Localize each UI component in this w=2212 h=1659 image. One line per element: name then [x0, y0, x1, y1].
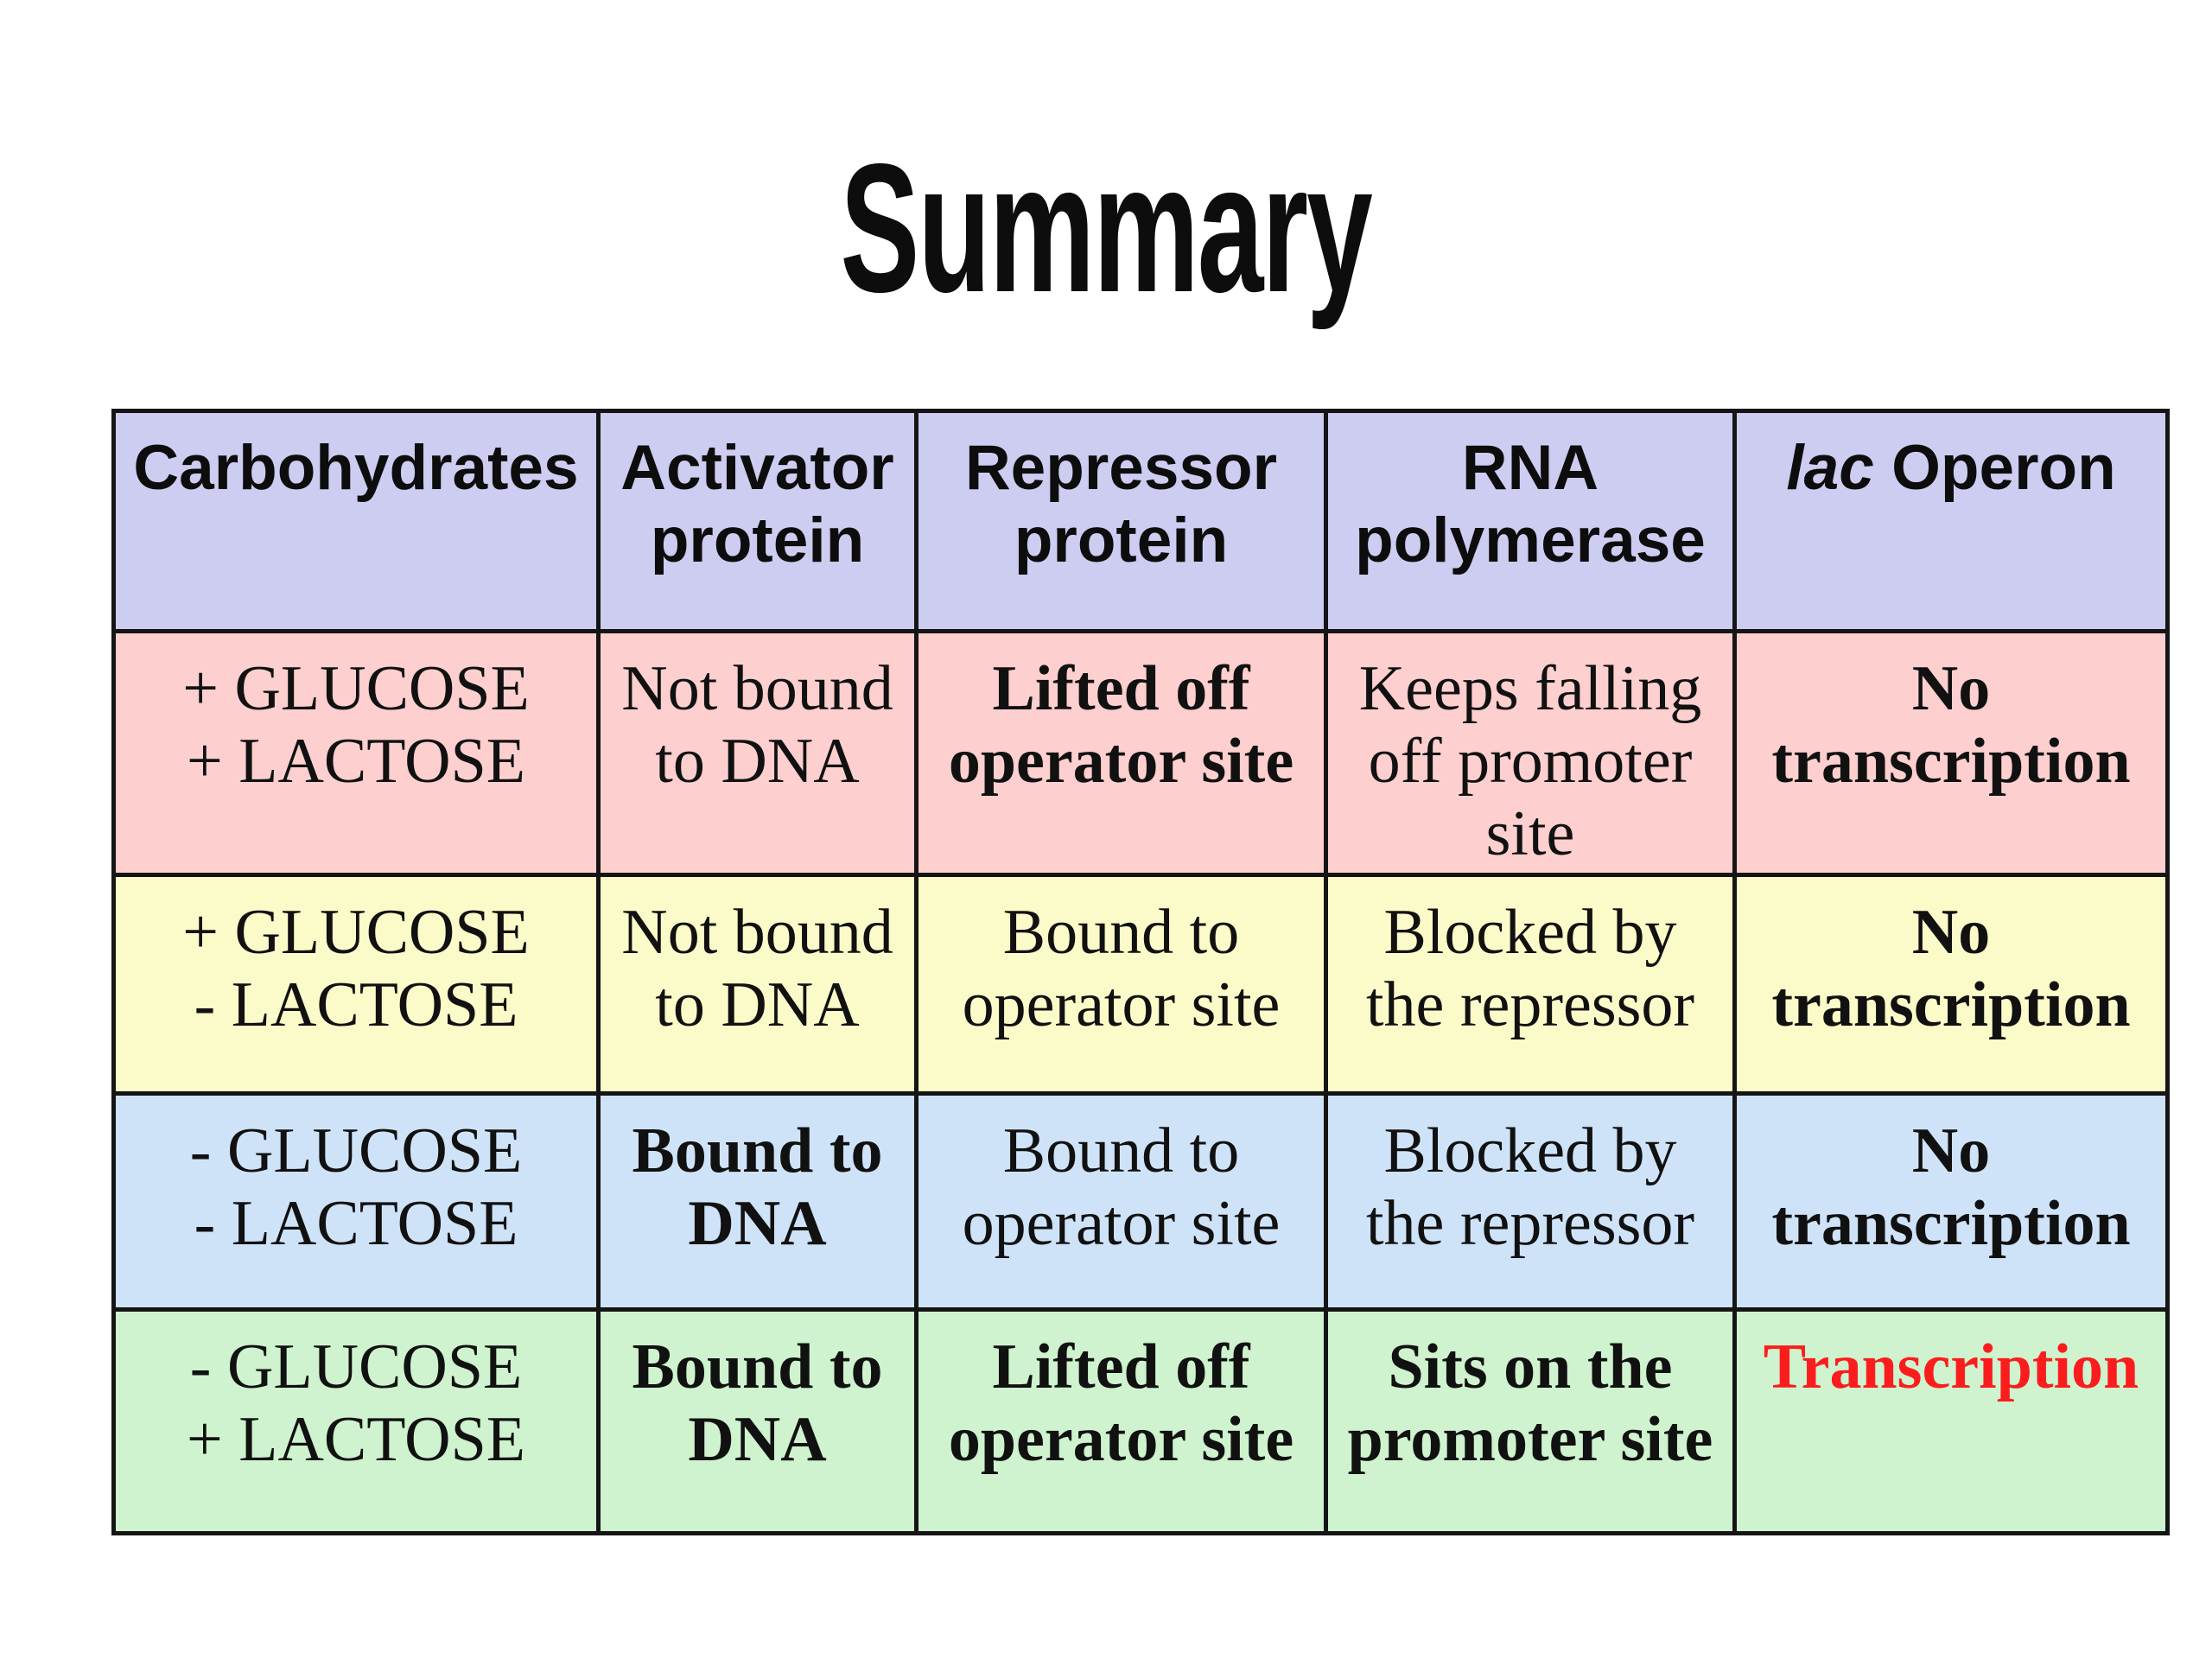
cell-activator-r1: Not bound to DNA [596, 629, 918, 877]
header-cell-rna-polymerase: RNA polymerase [1324, 409, 1737, 633]
header-row: Carbohydrates Activator protein Represso… [111, 409, 2170, 633]
cell-lac-operon-r3: No transcription [1732, 1091, 2170, 1312]
page-title: Summary [840, 125, 1373, 330]
header-cell-lac-operon: lac Operon [1732, 409, 2170, 633]
table-row-no-glucose-no-lactose: - GLUCOSE - LACTOSE Bound to DNA Bound t… [111, 1091, 2170, 1312]
cell-activator-r3: Bound to DNA [596, 1091, 918, 1312]
operon-label: Operon [1891, 433, 2116, 503]
cell-repressor-r4: Lifted off operator site [914, 1307, 1328, 1535]
header-cell-repressor-protein: Repressor protein [914, 409, 1328, 633]
cell-carbohydrates-r1: + GLUCOSE + LACTOSE [111, 629, 601, 877]
cell-repressor-r2: Bound to operator site [914, 873, 1328, 1096]
cell-carbohydrates-r3: - GLUCOSE - LACTOSE [111, 1091, 601, 1312]
header-cell-activator-protein: Activator protein [596, 409, 918, 633]
cell-lac-operon-r4-transcription: Transcription [1732, 1307, 2170, 1535]
cell-carbohydrates-r4: - GLUCOSE + LACTOSE [111, 1307, 601, 1535]
title-container: Summary [0, 137, 2212, 320]
cell-repressor-r1: Lifted off operator site [914, 629, 1328, 877]
table-row-glucose-lactose: + GLUCOSE + LACTOSE Not bound to DNA Lif… [111, 629, 2170, 877]
cell-activator-r4: Bound to DNA [596, 1307, 918, 1535]
table-row-no-glucose-lactose: - GLUCOSE + LACTOSE Bound to DNA Lifted … [111, 1307, 2170, 1535]
cell-repressor-r3: Bound to operator site [914, 1091, 1328, 1312]
cell-rna-polymerase-r4: Sits on the promoter site [1324, 1307, 1737, 1535]
cell-rna-polymerase-r2: Blocked by the repressor [1324, 873, 1737, 1096]
header-cell-carbohydrates: Carbohydrates [111, 409, 601, 633]
cell-lac-operon-r2: No transcription [1732, 873, 2170, 1096]
summary-table: Carbohydrates Activator protein Represso… [111, 409, 2170, 1535]
cell-rna-polymerase-r3: Blocked by the repressor [1324, 1091, 1737, 1312]
cell-activator-r2: Not bound to DNA [596, 873, 918, 1096]
cell-rna-polymerase-r1: Keeps falling off promoter site [1324, 629, 1737, 877]
lac-italic-label: lac [1786, 433, 1874, 503]
cell-carbohydrates-r2: + GLUCOSE - LACTOSE [111, 873, 601, 1096]
table-row-glucose-no-lactose: + GLUCOSE - LACTOSE Not bound to DNA Bou… [111, 873, 2170, 1096]
cell-lac-operon-r1: No transcription [1732, 629, 2170, 877]
